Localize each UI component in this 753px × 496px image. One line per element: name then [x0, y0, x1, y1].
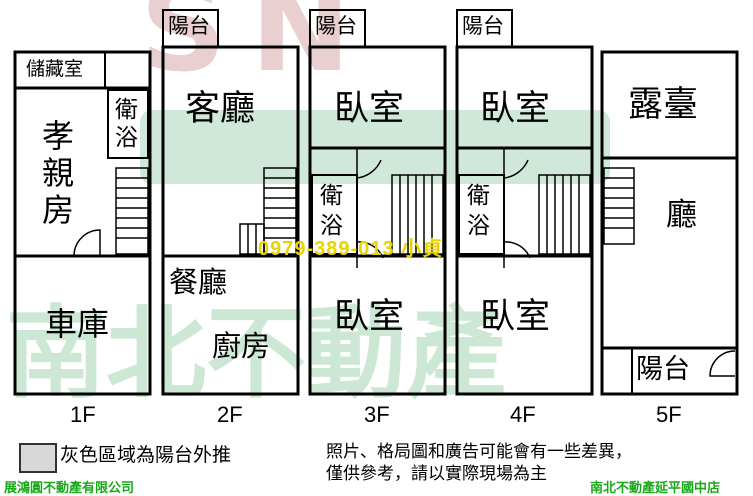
room-balcony-2f: 陽台 — [168, 14, 210, 38]
floor-3f-plan — [308, 9, 447, 396]
room-bathroom-4f: 衛浴 — [467, 183, 490, 239]
floor-label-3f: 3F — [364, 402, 390, 427]
floor-label-4f: 4F — [510, 402, 536, 427]
room-bathroom-3f: 衛浴 — [320, 183, 343, 239]
room-balcony-5f: 陽台 — [636, 354, 690, 385]
room-bathroom-1f: 衛浴 — [115, 97, 138, 151]
floor-1f-plan — [13, 50, 152, 396]
room-balcony-4f: 陽台 — [462, 14, 504, 38]
room-bedroom-3f-rear: 臥室 — [334, 297, 405, 337]
room-storage: 儲藏室 — [26, 58, 84, 80]
room-dining: 餐廳 — [169, 265, 228, 299]
phone-overlay: 0979-389-013 小貞 — [258, 238, 444, 260]
footer-company-right: 南北不動產延平國中店 — [590, 481, 721, 496]
floor-label-2f: 2F — [217, 402, 243, 427]
room-bedroom-4f-rear: 臥室 — [480, 297, 551, 337]
floor-5f-plan — [600, 50, 739, 396]
room-elder-bedroom: 孝親房 — [42, 117, 75, 229]
disclaimer-line-2: 僅供參考，請以實際現場為主 — [326, 464, 547, 484]
room-balcony-3f: 陽台 — [315, 14, 357, 38]
room-bedroom-4f-front: 臥室 — [480, 89, 551, 129]
floor-2f-plan — [161, 9, 300, 396]
floor-label-5f: 5F — [656, 402, 682, 427]
room-bedroom-3f-front: 臥室 — [334, 89, 405, 129]
floor-label-1f: 1F — [70, 402, 96, 427]
room-kitchen: 廚房 — [212, 329, 271, 363]
disclaimer-line-1: 照片、格局圖和廣告可能會有一些差異， — [326, 442, 632, 462]
floor-4f-plan — [455, 9, 594, 396]
legend-text: 灰色區域為陽台外推 — [60, 444, 232, 466]
room-hall-5f: 廳 — [666, 197, 697, 233]
room-terrace: 露臺 — [628, 85, 699, 125]
room-garage: 車庫 — [45, 305, 110, 343]
footer-company-left: 展鴻圓不動產有限公司 — [4, 481, 135, 496]
legend-gray-swatch — [19, 443, 57, 473]
room-living: 客廳 — [185, 89, 256, 129]
